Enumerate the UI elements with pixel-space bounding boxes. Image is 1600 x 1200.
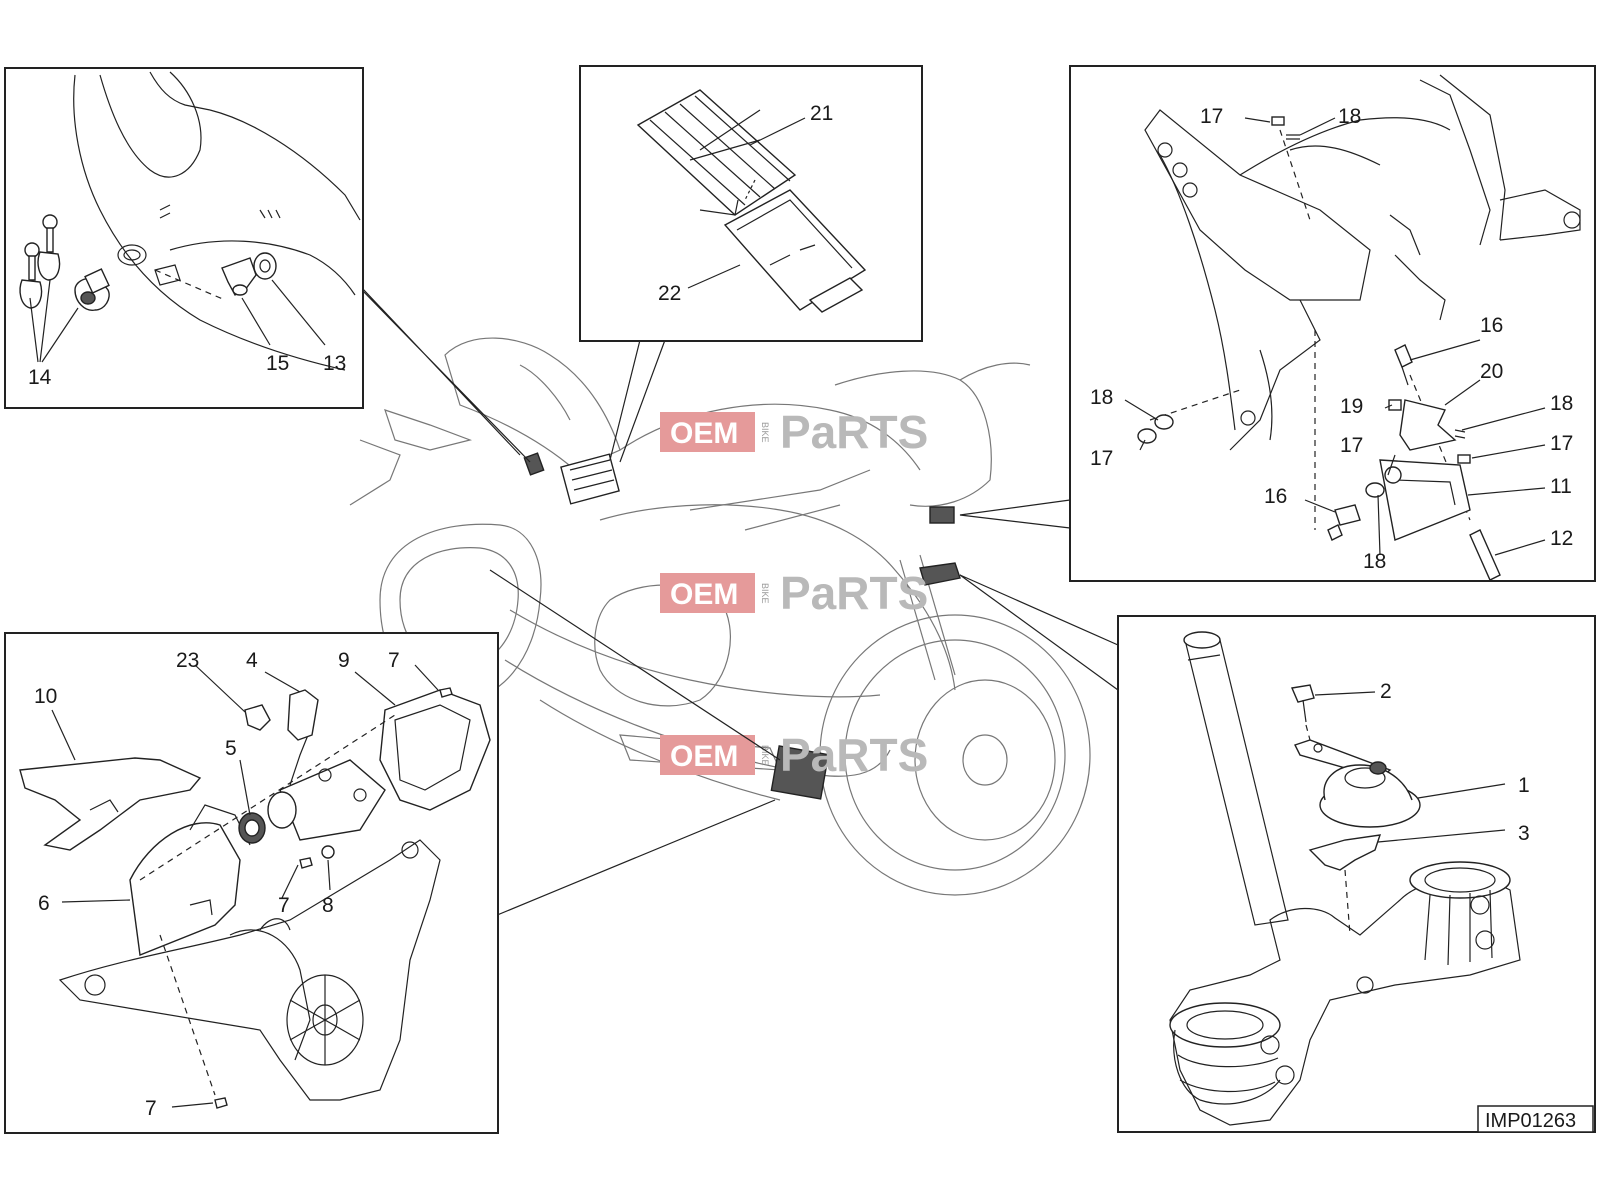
watermark: OEM BIKE PaRTS OEM BIKE PaRTS OEM BIKE P… (660, 406, 928, 781)
label-7b: 7 (278, 894, 290, 917)
label-15: 15 (266, 352, 289, 375)
label-22: 22 (658, 282, 681, 305)
svg-text:PaRTS: PaRTS (780, 567, 928, 619)
grommet-icon (253, 252, 277, 280)
panel-horn: 2 1 3 IMP01263 (1117, 615, 1596, 1133)
svg-text:OEM: OEM (670, 740, 738, 773)
panel-ecu: 21 22 (579, 65, 923, 342)
label-3: 3 (1518, 822, 1530, 845)
label-8: 8 (322, 894, 334, 917)
label-19: 19 (1340, 395, 1363, 418)
label-18a: 18 (1338, 105, 1361, 128)
label-12: 12 (1550, 527, 1573, 550)
label-18d: 18 (1363, 550, 1386, 573)
label-14: 14 (28, 366, 52, 389)
actuator-cover-icon (129, 822, 241, 956)
label-4: 4 (246, 649, 258, 672)
label-7a: 7 (388, 649, 400, 672)
label-9: 9 (338, 649, 350, 672)
label-6: 6 (38, 892, 50, 915)
lock-cylinder-icon (74, 268, 110, 311)
label-23: 23 (176, 649, 199, 672)
bolt-icon (1291, 684, 1315, 703)
label-2: 2 (1380, 680, 1392, 703)
svg-text:OEM: OEM (670, 417, 738, 450)
reference-code: IMP01263 (1485, 1110, 1576, 1132)
svg-text:BIKE: BIKE (760, 745, 770, 766)
svg-text:PaRTS: PaRTS (780, 406, 928, 458)
motorcycle-outline (349, 337, 1091, 896)
panel-rear-keys: 14 15 13 (4, 67, 364, 409)
label-18b: 18 (1090, 386, 1113, 409)
watermark-bottom: OEM BIKE PaRTS (660, 729, 928, 781)
label-13: 13 (323, 352, 346, 375)
label-7c: 7 (145, 1097, 157, 1120)
mount-bracket-icon (1308, 834, 1382, 871)
svg-text:BIKE: BIKE (760, 422, 770, 443)
svg-text:PaRTS: PaRTS (780, 729, 928, 781)
label-16a: 16 (1480, 314, 1503, 337)
svg-text:OEM: OEM (670, 578, 738, 611)
label-10: 10 (34, 685, 57, 708)
label-17c: 17 (1340, 434, 1363, 457)
clip-icon (244, 704, 271, 731)
label-17b: 17 (1090, 447, 1113, 470)
connector-icon (287, 689, 319, 741)
label-1: 1 (1518, 774, 1530, 797)
watermark-middle: OEM BIKE PaRTS (660, 567, 928, 619)
label-17d: 17 (1550, 432, 1573, 455)
label-17a: 17 (1200, 105, 1223, 128)
key-2-icon (37, 214, 61, 281)
servo-motor-icon (267, 729, 386, 841)
callout-pointers (344, 269, 1119, 919)
heat-shield-icon (19, 757, 202, 851)
panel-exhaust-valve: 10 23 4 9 7 5 6 7 8 7 (4, 632, 499, 1134)
connector-tray-icon (636, 89, 797, 216)
label-18c: 18 (1550, 392, 1573, 415)
svg-text:BIKE: BIKE (760, 583, 770, 604)
watermark-top: OEM BIKE PaRTS (660, 406, 928, 458)
pulley-icon (238, 812, 266, 844)
housing-icon (379, 689, 491, 811)
label-21: 21 (810, 102, 833, 125)
panel-headlight-bracket: 17 18 16 18 20 17 19 18 17 17 11 16 18 1… (1069, 65, 1596, 582)
label-5: 5 (225, 737, 237, 760)
label-11: 11 (1550, 475, 1572, 498)
label-16b: 16 (1264, 485, 1287, 508)
key-1-icon (19, 242, 43, 309)
label-20: 20 (1480, 360, 1503, 383)
ecu-unit-icon (723, 189, 867, 313)
horn-icon (1319, 761, 1421, 828)
